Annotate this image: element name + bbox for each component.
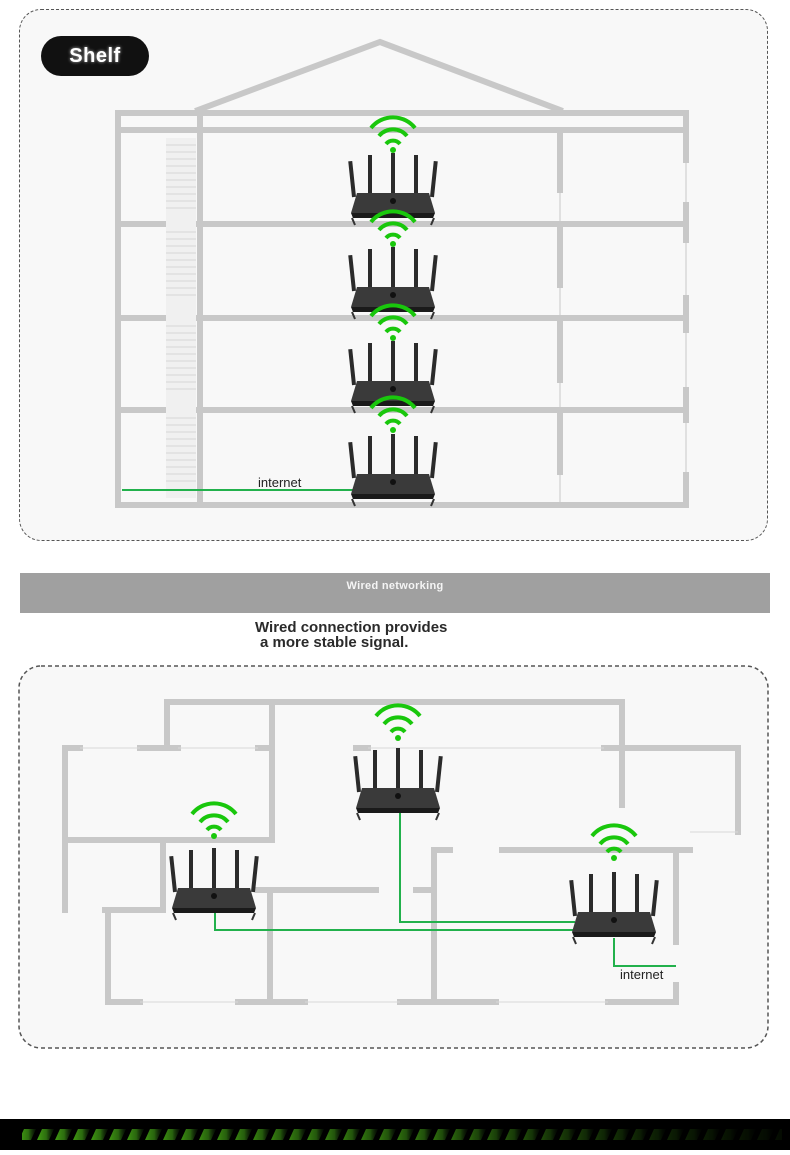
caption-line-1: Wired connection provides bbox=[255, 619, 448, 636]
floor-plan-walls bbox=[62, 699, 741, 1005]
section-caption: Wired connection provides a more stable … bbox=[255, 620, 535, 650]
wifi-icon bbox=[369, 115, 417, 155]
router-icon bbox=[347, 433, 439, 507]
caption-line-2: a more stable signal. bbox=[260, 634, 409, 651]
internet-wire bbox=[613, 938, 676, 967]
staircase bbox=[166, 138, 196, 498]
house-walls bbox=[115, 38, 689, 508]
wire-left-to-right bbox=[214, 910, 575, 931]
section-banner: Wired networking bbox=[20, 573, 770, 613]
bottom-internet-label: internet bbox=[620, 967, 664, 982]
wire-center-to-right bbox=[399, 812, 575, 923]
router-icon bbox=[347, 340, 439, 414]
footer-stripe bbox=[0, 1119, 790, 1150]
router-icon bbox=[347, 152, 439, 226]
stripe-pattern bbox=[22, 1119, 782, 1150]
brand-logo: Shelf bbox=[41, 36, 149, 76]
bottom-wired-links bbox=[214, 812, 676, 967]
floor-plan-panel bbox=[18, 665, 769, 1049]
top-internet-label: internet bbox=[258, 475, 302, 490]
router-icon bbox=[347, 246, 439, 320]
